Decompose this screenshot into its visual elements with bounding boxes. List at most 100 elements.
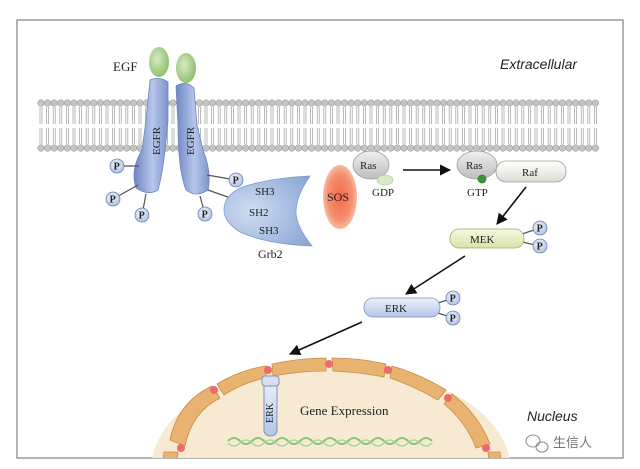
phosphate-icon: P bbox=[105, 184, 139, 207]
phosphate-icon: P bbox=[521, 220, 548, 236]
lipid bbox=[532, 99, 540, 152]
lipid bbox=[367, 99, 375, 152]
extracellular-label: Extracellular bbox=[500, 56, 578, 72]
egfr-receptor-left: EGFR bbox=[133, 78, 169, 193]
lipid bbox=[116, 99, 124, 152]
phosphate-icon: P bbox=[437, 310, 461, 326]
lipid bbox=[393, 99, 401, 152]
grb2-label: Grb2 bbox=[258, 247, 283, 261]
lipid bbox=[288, 99, 296, 152]
lipid bbox=[578, 99, 586, 152]
phosphate-label: P bbox=[450, 294, 456, 305]
nuclear-pore bbox=[177, 444, 185, 452]
lipid bbox=[545, 99, 553, 152]
nuclear-envelope-segment bbox=[331, 357, 387, 378]
lipid bbox=[242, 99, 250, 152]
ras-gdp: Ras GDP bbox=[352, 150, 394, 199]
lipid bbox=[215, 99, 223, 152]
lipid bbox=[202, 99, 210, 152]
nuclear-pore bbox=[482, 444, 490, 452]
lipid bbox=[228, 99, 236, 152]
sos-protein: SOS bbox=[323, 165, 357, 229]
nuclear-pore bbox=[384, 366, 392, 374]
lipid bbox=[433, 99, 441, 152]
lipid bbox=[301, 99, 309, 152]
lipid bbox=[519, 99, 527, 152]
lipid bbox=[420, 99, 428, 152]
dna-strand-icon bbox=[227, 437, 433, 445]
lipid bbox=[129, 99, 137, 152]
egf-ligand-right bbox=[176, 53, 196, 83]
phosphate-icon: P bbox=[521, 238, 548, 254]
lipid bbox=[327, 99, 335, 152]
nuclear-envelope-segment bbox=[271, 357, 327, 377]
nucleus-label: Nucleus bbox=[527, 408, 578, 424]
erk-nuclear: ERK bbox=[261, 375, 280, 437]
nuclear-pore bbox=[325, 360, 333, 368]
raf-protein bbox=[495, 160, 567, 183]
erk-kinase: ERK bbox=[363, 297, 441, 318]
lipid bbox=[413, 99, 421, 152]
nuclear-pore bbox=[264, 366, 272, 374]
phosphate-label: P bbox=[114, 162, 120, 173]
lipid bbox=[479, 99, 487, 152]
arrow-mek-to-erk bbox=[405, 255, 466, 295]
lipid bbox=[44, 99, 52, 152]
lipid bbox=[453, 99, 461, 152]
phosphate-label: P bbox=[110, 195, 116, 206]
gdp-label: GDP bbox=[372, 187, 394, 199]
mek-label: MEK bbox=[470, 234, 495, 246]
grb2-adaptor: SH3 SH2 SH3 Grb2 bbox=[223, 175, 313, 261]
lipid bbox=[558, 99, 566, 152]
lipid bbox=[440, 99, 448, 152]
lipid bbox=[387, 99, 395, 152]
lipid bbox=[512, 99, 520, 152]
phosphate-label: P bbox=[233, 176, 239, 187]
lipid bbox=[57, 99, 65, 152]
lipid bbox=[261, 99, 269, 152]
lipid bbox=[77, 99, 85, 152]
wechat-watermark: 生信人 bbox=[525, 434, 592, 453]
ras-gtp-label: Ras bbox=[466, 160, 483, 172]
lipid bbox=[294, 99, 302, 152]
lipid bbox=[103, 99, 111, 152]
nuclear-envelope-segment bbox=[162, 451, 179, 458]
phosphate-icon: P bbox=[197, 195, 213, 222]
lipid bbox=[255, 99, 263, 152]
sh3-bottom-label: SH3 bbox=[259, 225, 279, 237]
nuclear-envelope-segment bbox=[389, 365, 447, 401]
lipid bbox=[374, 99, 382, 152]
gene-expression-label: Gene Expression bbox=[300, 403, 389, 418]
lipid bbox=[525, 99, 533, 152]
phosphate-icon: P bbox=[109, 158, 139, 174]
phosphate-label: P bbox=[202, 210, 208, 221]
lipid bbox=[347, 99, 355, 152]
lipid bbox=[136, 99, 144, 152]
egfr-left-label: EGFR bbox=[151, 126, 163, 155]
lipid bbox=[70, 99, 78, 152]
ras-gdp-label: Ras bbox=[360, 160, 377, 172]
lipid bbox=[539, 99, 547, 152]
egf-ligand-left bbox=[149, 47, 169, 77]
phosphate-icon: P bbox=[206, 172, 244, 188]
ras-gtp-raf-complex: Raf Ras GTP bbox=[456, 150, 567, 199]
phosphate-icon: P bbox=[437, 290, 461, 306]
lipid bbox=[341, 99, 349, 152]
lipid bbox=[308, 99, 316, 152]
lipid bbox=[459, 99, 467, 152]
phosphate-label: P bbox=[537, 242, 543, 253]
signaling-arrows bbox=[288, 164, 527, 356]
watermark-text: 生信人 bbox=[553, 436, 592, 451]
lipid bbox=[499, 99, 507, 152]
gtp-label: GTP bbox=[467, 187, 488, 199]
lipid bbox=[426, 99, 434, 152]
lipid bbox=[585, 99, 593, 152]
egf-label: EGF bbox=[113, 59, 138, 74]
lipid bbox=[400, 99, 408, 152]
lipid bbox=[354, 99, 362, 152]
lipid bbox=[407, 99, 415, 152]
lipid bbox=[380, 99, 388, 152]
erk-nuclear-label: ERK bbox=[265, 402, 276, 423]
lipid bbox=[565, 99, 573, 152]
